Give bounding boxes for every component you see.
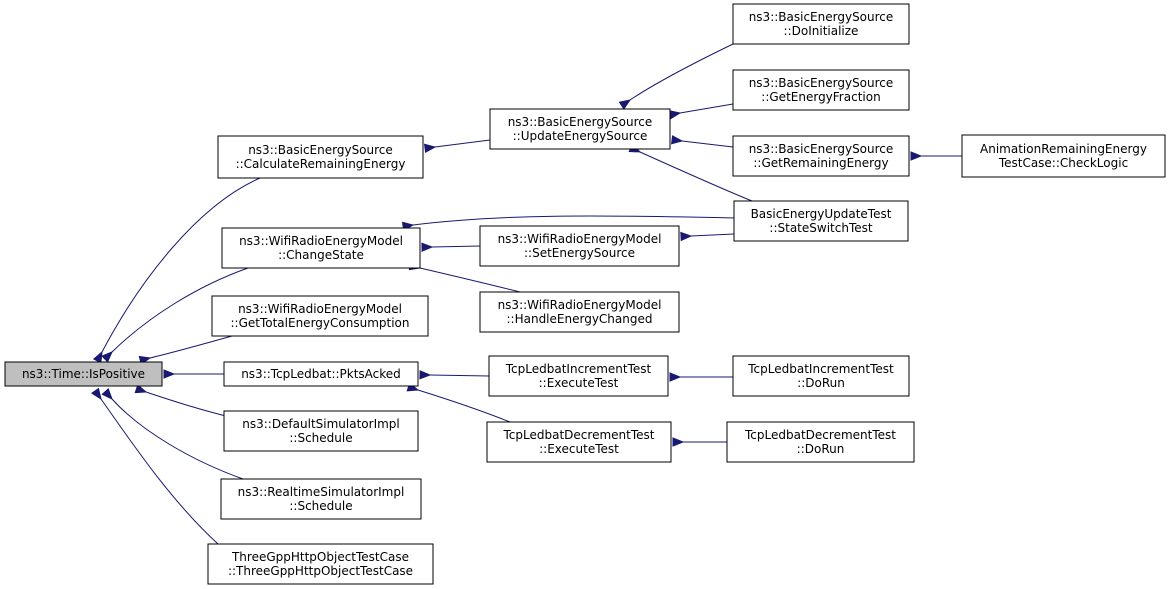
node-box[interactable] (488, 355, 669, 397)
node-threegpp[interactable]: ThreeGppHttpObjectTestCase::ThreeGppHttp… (207, 543, 434, 585)
node-box[interactable] (207, 543, 434, 585)
node-box[interactable] (732, 69, 910, 111)
node-label-line: ::ExecuteTest (539, 376, 619, 390)
node-label-line: ns3::WifiRadioEnergyModel (239, 234, 403, 248)
node-label-line: ns3::Time::IsPositive (22, 367, 145, 381)
edge-do_init-to-update_src (630, 43, 734, 100)
node-box[interactable] (489, 108, 671, 150)
edge-get_frac-to-update_src (680, 103, 734, 113)
node-label-line: ns3::BasicEnergySource (749, 142, 894, 156)
node-label-line: ::DoRun (797, 442, 845, 456)
node-label-line: ns3::BasicEnergySource (508, 115, 653, 129)
node-label-line: TcpLedbatDecrementTest (744, 428, 896, 442)
nodes-layer: ns3::Time::IsPositive ns3::BasicEnergySou… (4, 3, 1166, 585)
node-label-line: ::CalculateRemainingEnergy (236, 157, 406, 171)
node-do-init[interactable]: ns3::BasicEnergySource::DoInitialize (732, 3, 910, 45)
node-box[interactable] (733, 200, 909, 242)
node-label-line: ::StateSwitchTest (769, 221, 872, 235)
edge-dec_exec-to-ledbat_pkts (418, 390, 511, 423)
node-inc-run[interactable]: TcpLedbatIncrementTest::DoRun (732, 355, 910, 397)
edge-inc_exec-to-ledbat_pkts (430, 375, 490, 376)
node-label-line: ::Schedule (289, 431, 352, 445)
node-label-line: ::GetTotalEnergyConsumption (231, 316, 410, 330)
node-root[interactable]: ns3::Time::IsPositive (4, 361, 163, 387)
edge-state_switch-to-update_src (640, 152, 753, 202)
node-label-line: AnimationRemainingEnergy (980, 142, 1147, 156)
node-label-line: ::UpdateEnergySource (513, 129, 648, 143)
node-state-switch[interactable]: BasicEnergyUpdateTest::StateSwitchTest (733, 200, 909, 242)
edge-realtime_sched-to-root (112, 399, 244, 480)
node-get-frac[interactable]: ns3::BasicEnergySource::GetEnergyFractio… (732, 69, 910, 111)
node-dec-exec[interactable]: TcpLedbatDecrementTest::ExecuteTest (486, 421, 672, 463)
node-label-line: ::ExecuteTest (539, 442, 619, 456)
node-label-line: ns3::DefaultSimulatorImpl (242, 417, 400, 431)
edge-update_src-to-calc (435, 139, 491, 147)
node-default-sched[interactable]: ns3::DefaultSimulatorImpl::Schedule (223, 410, 419, 452)
node-label-line: ns3::WifiRadioEnergyModel (498, 232, 662, 246)
node-label-line: ::ChangeState (278, 248, 364, 262)
node-label-line: ns3::BasicEnergySource (749, 10, 894, 24)
node-box[interactable] (211, 295, 429, 337)
node-label-line: TestCase::CheckLogic (998, 156, 1128, 170)
node-box[interactable] (221, 227, 421, 269)
node-label-line: ns3::BasicEnergySource (749, 76, 894, 90)
node-box[interactable] (4, 361, 163, 387)
node-box[interactable] (479, 225, 680, 267)
node-wrem-total[interactable]: ns3::WifiRadioEnergyModel::GetTotalEnerg… (211, 295, 429, 337)
node-calc[interactable]: ns3::BasicEnergySource::CalculateRemaini… (217, 135, 424, 179)
node-set-src[interactable]: ns3::WifiRadioEnergyModel::SetEnergySour… (479, 225, 680, 267)
node-label-line: ns3::TcpLedbat::PktsAcked (241, 367, 401, 381)
node-box[interactable] (479, 291, 680, 333)
node-label-line: ::SetEnergySource (524, 246, 635, 260)
node-get-rem[interactable]: ns3::BasicEnergySource::GetRemainingEner… (732, 135, 910, 177)
edge-handle_changed-to-wrem_change (420, 268, 521, 293)
edges-layer (101, 43, 962, 545)
node-label-line: ns3::RealtimeSimulatorImpl (238, 485, 405, 499)
node-update-src[interactable]: ns3::BasicEnergySource::UpdateEnergySour… (489, 108, 671, 150)
node-box[interactable] (732, 135, 910, 177)
node-label-line: TcpLedbatIncrementTest (505, 362, 652, 376)
node-box[interactable] (217, 135, 424, 179)
node-handle-changed[interactable]: ns3::WifiRadioEnergyModel::HandleEnergyC… (479, 291, 680, 333)
node-label-line: ns3::BasicEnergySource (248, 143, 393, 157)
edge-wrem_total-to-root (150, 335, 233, 358)
node-label-line: ::GetRemainingEnergy (753, 156, 888, 170)
node-label-line: ::GetEnergyFraction (761, 90, 880, 104)
node-label-line: ::ThreeGppHttpObjectTestCase (228, 564, 413, 578)
node-dec-run[interactable]: TcpLedbatDecrementTest::DoRun (726, 421, 915, 463)
node-box[interactable] (223, 361, 419, 387)
node-ledbat-pkts[interactable]: ns3::TcpLedbat::PktsAcked (223, 361, 419, 387)
node-box[interactable] (726, 421, 915, 463)
node-box[interactable] (732, 355, 910, 397)
node-box[interactable] (961, 134, 1166, 178)
node-label-line: TcpLedbatDecrementTest (503, 428, 655, 442)
edge-state_switch-to-wrem_change (413, 215, 735, 225)
edge-wrem_change-to-root (112, 267, 249, 352)
edge-get_rem-to-update_src (682, 141, 734, 148)
node-inc-exec[interactable]: TcpLedbatIncrementTest::ExecuteTest (488, 355, 669, 397)
node-wrem-change[interactable]: ns3::WifiRadioEnergyModel::ChangeState (221, 227, 421, 269)
node-label-line: ThreeGppHttpObjectTestCase (231, 550, 409, 564)
node-label-line: ::DoRun (797, 376, 845, 390)
node-anim-check[interactable]: AnimationRemainingEnergyTestCase::CheckL… (961, 134, 1166, 178)
node-box[interactable] (732, 3, 910, 45)
node-label-line: ::DoInitialize (784, 24, 859, 38)
node-label-line: BasicEnergyUpdateTest (751, 207, 892, 221)
node-box[interactable] (220, 478, 422, 520)
edge-set_src-to-wrem_change (432, 246, 481, 247)
node-realtime-sched[interactable]: ns3::RealtimeSimulatorImpl::Schedule (220, 478, 422, 520)
node-label-line: TcpLedbatIncrementTest (747, 362, 894, 376)
node-label-line: ::HandleEnergyChanged (507, 312, 653, 326)
node-label-line: ns3::WifiRadioEnergyModel (238, 302, 402, 316)
node-box[interactable] (486, 421, 672, 463)
edge-state_switch-to-set_src (691, 234, 735, 236)
node-label-line: ns3::WifiRadioEnergyModel (498, 298, 662, 312)
edge-threegpp-to-root (101, 399, 219, 545)
node-label-line: ::Schedule (289, 499, 352, 513)
node-box[interactable] (223, 410, 419, 452)
edge-calc-to-root (102, 177, 261, 352)
